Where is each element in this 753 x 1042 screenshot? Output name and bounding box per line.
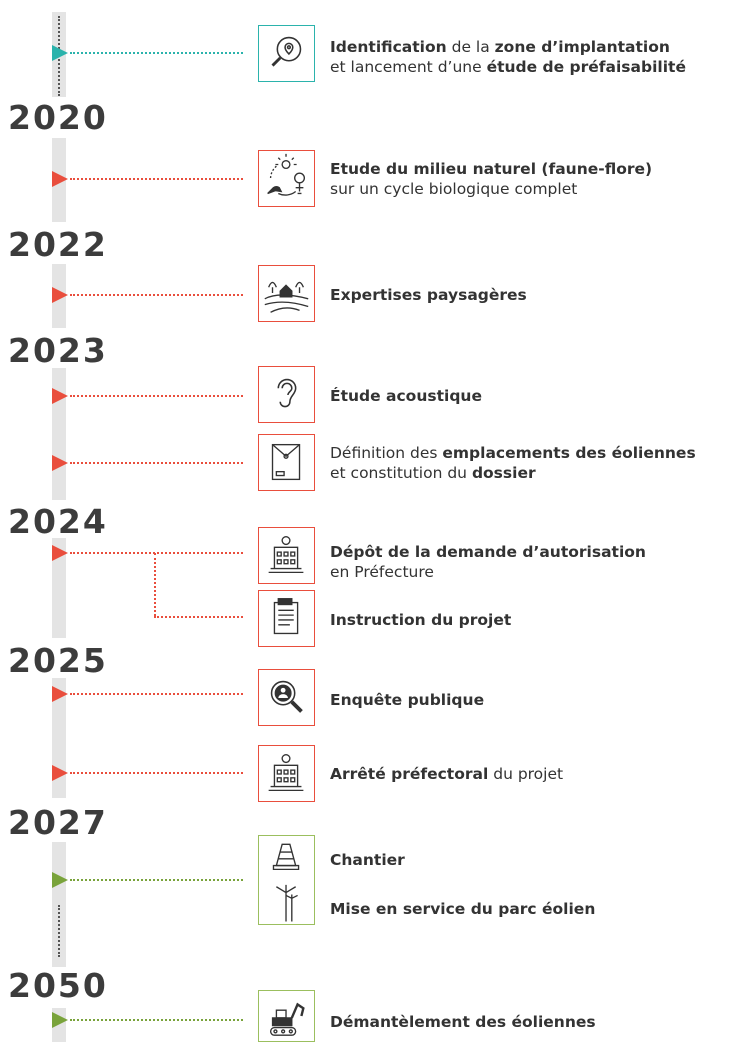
year-label: 2020 — [8, 98, 108, 137]
step-text-line: Dépôt de la demande d’autorisation — [330, 542, 646, 562]
connector-line — [70, 693, 243, 695]
timeline-marker — [52, 455, 68, 471]
text-run: Étude acoustique — [330, 387, 482, 405]
connector-line — [70, 178, 243, 180]
connector-line — [70, 552, 243, 554]
step-text-line: Mise en service du parc éolien — [330, 899, 595, 919]
step-text: Etude du milieu naturel (faune-flore) sur… — [330, 159, 652, 199]
text-run: et lancement d’une — [330, 58, 487, 76]
ear-icon — [258, 366, 315, 423]
step-text-line: Arrêté préfectoral du projet — [330, 764, 563, 784]
step-text: Démantèlement des éoliennes — [330, 1012, 596, 1032]
connector-line — [70, 462, 243, 464]
step-text: Expertises paysagères — [330, 285, 527, 305]
step-text-line: en Préfecture — [330, 562, 646, 582]
step-text: Enquête publique — [330, 690, 484, 710]
connector-line — [70, 1019, 243, 1021]
step-text: Identification de la zone d’implantation… — [330, 37, 686, 77]
step-text: Dépôt de la demande d’autorisation en Pré… — [330, 542, 646, 582]
connector-line — [70, 294, 243, 296]
step-text-line: Identification de la zone d’implantation — [330, 37, 686, 57]
step-text-line: sur un cycle biologique complet — [330, 179, 652, 199]
text-run: dossier — [471, 464, 536, 482]
step-text: Définition des emplacements des éolienne… — [330, 443, 696, 483]
connector-line — [154, 553, 156, 616]
timeline-bar — [52, 538, 66, 638]
text-run: en Préfecture — [330, 563, 434, 581]
year-label: 2050 — [8, 966, 108, 1005]
connector-line — [70, 52, 243, 54]
step-text: Mise en service du parc éolien — [330, 899, 595, 919]
connector-line — [70, 395, 243, 397]
text-run: zone d’implantation — [494, 38, 670, 56]
timeline-marker — [52, 171, 68, 187]
text-run: Définition des — [330, 444, 443, 462]
text-run: Mise en service du parc éolien — [330, 900, 596, 918]
magnifier-location-icon — [258, 25, 315, 82]
connector-line — [154, 616, 243, 618]
text-run: de la — [446, 38, 495, 56]
nature-cycle-icon — [258, 150, 315, 207]
text-run: sur un cycle biologique complet — [330, 180, 578, 198]
text-run: Démantèlement des éoliennes — [330, 1013, 596, 1031]
construction-icon-box — [258, 835, 315, 925]
text-run: Identification — [330, 38, 447, 56]
person-magnifier-icon — [258, 669, 315, 726]
step-text-line: Expertises paysagères — [330, 285, 527, 305]
text-run: Instruction du projet — [330, 611, 512, 629]
text-run: Expertises paysagères — [330, 286, 527, 304]
text-run: du projet — [488, 765, 564, 783]
text-run: Arrêté préfectoral — [330, 765, 489, 783]
document-icon — [258, 590, 315, 647]
connector-line — [70, 772, 243, 774]
timeline-marker — [52, 545, 68, 561]
year-label: 2027 — [8, 803, 108, 842]
connector-line — [70, 879, 243, 881]
year-label: 2022 — [8, 225, 108, 264]
timeline-marker — [52, 388, 68, 404]
year-label: 2025 — [8, 641, 108, 680]
year-label: 2024 — [8, 502, 108, 541]
timeline-marker — [52, 287, 68, 303]
text-run: emplacements des éoliennes — [442, 444, 696, 462]
text-run: Etude du milieu naturel (faune-flore) — [330, 160, 653, 178]
traffic-cone-icon — [272, 843, 300, 922]
prefecture-building-icon — [258, 745, 315, 802]
step-text-line: Étude acoustique — [330, 386, 482, 406]
excavator-icon — [258, 990, 315, 1042]
text-run: étude de préfaisabilité — [486, 58, 686, 76]
prefecture-building-icon — [258, 527, 315, 584]
step-text-line: et constitution du dossier — [330, 463, 696, 483]
step-text-line: Enquête publique — [330, 690, 484, 710]
step-text-line: Démantèlement des éoliennes — [330, 1012, 596, 1032]
step-text: Étude acoustique — [330, 386, 482, 406]
step-text-line: Etude du milieu naturel (faune-flore) — [330, 159, 652, 179]
step-text: Instruction du projet — [330, 610, 511, 630]
step-text-line: Instruction du projet — [330, 610, 511, 630]
timeline-dots — [58, 905, 60, 957]
step-text: Chantier — [330, 850, 405, 870]
text-run: Dépôt de la demande d’autorisation — [330, 543, 646, 561]
timeline-marker — [52, 872, 68, 888]
step-text-line: Chantier — [330, 850, 405, 870]
timeline-marker — [52, 686, 68, 702]
landscape-icon — [258, 265, 315, 322]
text-run: Enquête publique — [330, 691, 485, 709]
year-label: 2023 — [8, 331, 108, 370]
timeline-marker — [52, 1012, 68, 1028]
step-text: Arrêté préfectoral du projet — [330, 764, 563, 784]
step-text-line: Définition des emplacements des éolienne… — [330, 443, 696, 463]
timeline-marker — [52, 45, 68, 61]
folder-icon — [258, 434, 315, 491]
text-run: et constitution du — [330, 464, 472, 482]
step-text-line: et lancement d’une étude de préfaisabili… — [330, 57, 686, 77]
timeline-marker — [52, 765, 68, 781]
text-run: Chantier — [330, 851, 405, 869]
